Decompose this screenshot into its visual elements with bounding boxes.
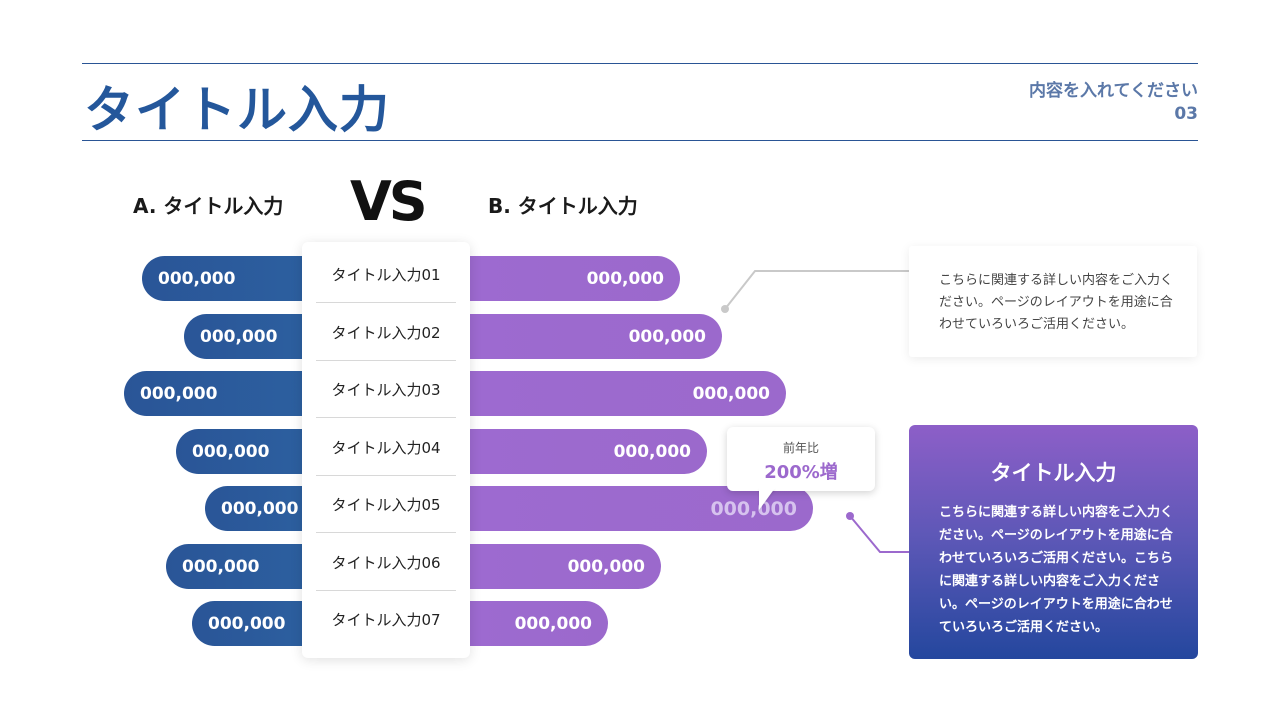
bar-a-value: 000,000	[140, 383, 218, 404]
bar-a-2: 000,000	[184, 314, 302, 359]
bar-b-6: 000,000	[470, 544, 661, 589]
bar-b-value: 000,000	[613, 441, 691, 462]
bar-b-value: 000,000	[586, 268, 664, 289]
info-body: こちらに関連する詳しい内容をご入力ください。ページのレイアウトを用途に合わせてい…	[939, 505, 1174, 635]
page-title: タイトル入力	[84, 81, 390, 139]
header-bottom-rule	[82, 140, 1198, 141]
bar-a-value: 000,000	[208, 613, 286, 634]
bar-b-value: 000,000	[628, 326, 706, 347]
bar-b-value: 000,000	[710, 497, 797, 520]
note-text: こちらに関連する詳しい内容をご入力ください。ページのレイアウトを用途に合わせてい…	[939, 273, 1174, 332]
bar-a-value: 000,000	[158, 268, 236, 289]
bar-a-value: 000,000	[221, 498, 299, 519]
bar-b-value: 000,000	[514, 613, 592, 634]
bar-a-6: 000,000	[166, 544, 302, 589]
info-connector-dot	[846, 512, 854, 520]
note-connector-dot	[721, 305, 729, 313]
info-box: タイトル入力 こちらに関連する詳しい内容をご入力ください。ページのレイアウトを用…	[909, 425, 1198, 659]
bar-b-value: 000,000	[692, 383, 770, 404]
bar-a-4: 000,000	[176, 429, 302, 474]
info-connector	[849, 515, 909, 553]
bar-a-value: 000,000	[200, 326, 278, 347]
category-label: タイトル入力06	[316, 534, 456, 591]
series-a-label: A. タイトル入力	[133, 194, 284, 218]
note-connector	[724, 270, 909, 310]
bar-b-1: 000,000	[470, 256, 680, 301]
info-title: タイトル入力	[990, 461, 1117, 485]
note-box: こちらに関連する詳しい内容をご入力ください。ページのレイアウトを用途に合わせてい…	[909, 246, 1197, 357]
bar-a-1: 000,000	[142, 256, 302, 301]
bar-b-2: 000,000	[470, 314, 722, 359]
bar-a-7: 000,000	[192, 601, 302, 646]
bar-a-3: 000,000	[124, 371, 302, 416]
vs-label: VS	[350, 170, 428, 233]
callout-value: 200%増	[764, 462, 838, 483]
category-label: タイトル入力05	[316, 476, 456, 533]
category-label: タイトル入力07	[331, 611, 441, 629]
category-label: タイトル入力01	[316, 246, 456, 303]
bar-a-value: 000,000	[182, 556, 260, 577]
category-label: タイトル入力02	[316, 304, 456, 361]
header-top-rule	[82, 63, 1198, 64]
bar-b-3: 000,000	[470, 371, 786, 416]
bar-b-7: 000,000	[470, 601, 608, 646]
page-number: 03	[1174, 104, 1198, 124]
header-subtitle-block: 内容を入れてください 03	[1029, 80, 1198, 126]
yoy-callout: 前年比 200%増	[727, 427, 875, 491]
bar-a-value: 000,000	[192, 441, 270, 462]
series-b-label: B. タイトル入力	[488, 194, 638, 218]
callout-tail	[759, 488, 775, 510]
category-label: タイトル入力04	[316, 419, 456, 476]
bar-a-5: 000,000	[205, 486, 302, 531]
bar-b-4: 000,000	[470, 429, 707, 474]
category-label: タイトル入力03	[316, 361, 456, 418]
callout-label: 前年比	[782, 441, 819, 455]
bar-b-5: 000,000	[470, 486, 813, 531]
bar-b-value: 000,000	[567, 556, 645, 577]
header-subtitle: 内容を入れてください	[1029, 81, 1198, 101]
